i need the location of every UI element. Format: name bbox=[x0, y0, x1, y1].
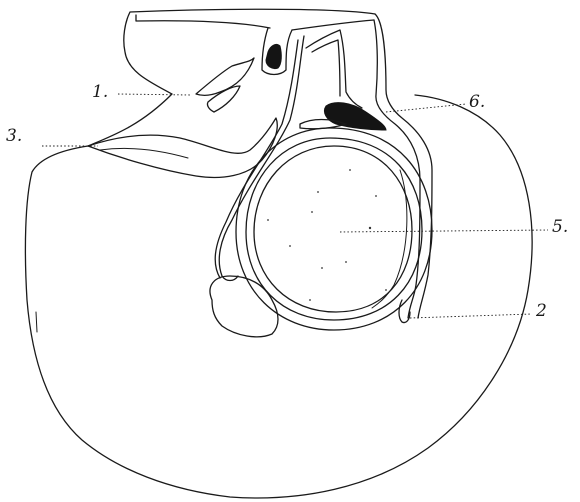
speck bbox=[317, 191, 319, 193]
speck bbox=[345, 261, 347, 263]
eye-capsule-outer bbox=[236, 128, 432, 330]
lower-lid-inner bbox=[100, 148, 188, 158]
body-tick bbox=[36, 312, 37, 332]
leader-1 bbox=[118, 94, 190, 95]
eye-ball bbox=[254, 146, 412, 312]
label-3: 3. bbox=[6, 128, 22, 145]
diagonal-fold-inner bbox=[312, 40, 340, 96]
label-1: 1. bbox=[92, 84, 108, 101]
stalk-left-inner bbox=[215, 40, 298, 278]
leader-6 bbox=[386, 104, 466, 112]
speck bbox=[369, 227, 371, 229]
left-process-lower bbox=[207, 86, 240, 112]
speck bbox=[289, 245, 291, 247]
speck bbox=[349, 169, 351, 171]
speck bbox=[385, 289, 387, 291]
speck bbox=[311, 211, 313, 213]
speck bbox=[321, 267, 323, 269]
leader-5 bbox=[340, 230, 548, 232]
eye-capsule-inner bbox=[246, 138, 422, 320]
speck bbox=[267, 219, 269, 221]
label-2: 2 bbox=[536, 303, 547, 320]
dark-node-top bbox=[266, 44, 281, 68]
label-6: 6. bbox=[469, 94, 485, 111]
upper-outline bbox=[88, 9, 375, 146]
speck bbox=[375, 195, 377, 197]
speck bbox=[309, 299, 311, 301]
ball-inner-curve bbox=[372, 170, 407, 308]
dark-mass bbox=[324, 103, 386, 130]
label-5: 5. bbox=[552, 219, 568, 236]
lower-lid-fold bbox=[88, 118, 277, 177]
leader-2 bbox=[410, 314, 532, 318]
top-fold-inner bbox=[136, 15, 374, 30]
